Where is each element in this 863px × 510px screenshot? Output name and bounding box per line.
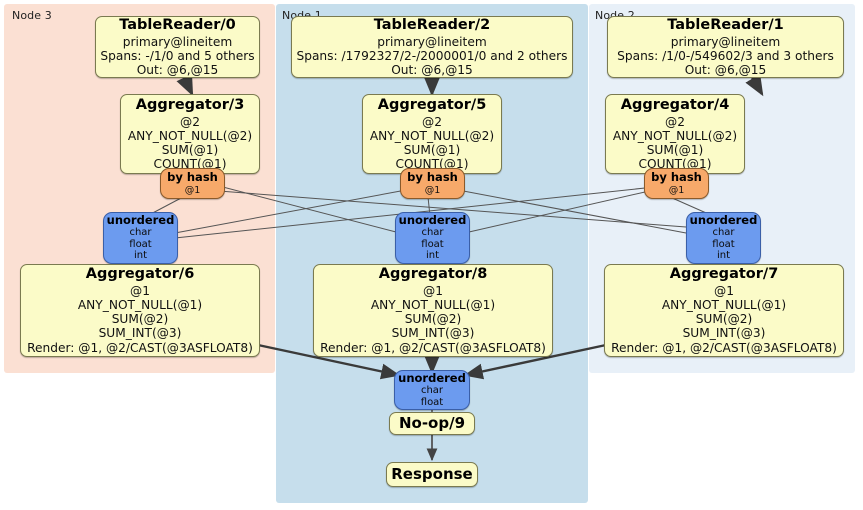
node-detail-line: SUM(@2) bbox=[695, 312, 753, 327]
node-aggregator-4[interactable]: Aggregator/4 @2 ANY_NOT_NULL(@2) SUM(@1)… bbox=[605, 94, 745, 174]
node-detail-line: ANY_NOT_NULL(@1) bbox=[661, 298, 787, 313]
node-detail-line: @1 bbox=[130, 284, 150, 299]
node-detail-line: char bbox=[421, 227, 444, 239]
node-detail-line: ANY_NOT_NULL(@2) bbox=[369, 128, 495, 143]
node-detail-line: char bbox=[129, 227, 152, 239]
node-detail-line: primary@lineitem bbox=[377, 34, 487, 49]
node-title: Aggregator/3 bbox=[135, 96, 245, 113]
node-detail-line: Spans: /1792327/2-/2000001/0 and 2 other… bbox=[296, 48, 568, 63]
node-detail-line: @2 bbox=[422, 114, 442, 129]
node-title: Aggregator/5 bbox=[377, 96, 487, 113]
node-detail-line: primary@lineitem bbox=[122, 34, 233, 49]
node-detail-line: char bbox=[712, 227, 735, 239]
node-detail-line: Render: @1, @2/CAST(@3ASFLOAT8) bbox=[611, 340, 837, 355]
node-aggregator-7[interactable]: Aggregator/7 @1 ANY_NOT_NULL(@1) SUM(@2)… bbox=[604, 264, 844, 357]
node-tablereader-0[interactable]: TableReader/0 primary@lineitem Spans: -/… bbox=[95, 16, 260, 78]
node-detail-line: @1 bbox=[184, 184, 201, 196]
node-detail-line: ANY_NOT_NULL(@1) bbox=[370, 298, 496, 313]
node-detail-line: Render: @1, @2/CAST(@3ASFLOAT8) bbox=[27, 340, 253, 355]
node-detail-line: SUM_INT(@3) bbox=[391, 326, 475, 341]
node-title: No-op/9 bbox=[398, 413, 466, 432]
node-title: unordered bbox=[398, 212, 467, 227]
node-detail-line: Out: @6,@15 bbox=[684, 62, 767, 77]
node-tablereader-2[interactable]: TableReader/2 primary@lineitem Spans: /1… bbox=[291, 16, 573, 78]
node-by-hash-right[interactable]: by hash @1 bbox=[644, 168, 709, 199]
node-detail-line: SUM(@2) bbox=[404, 312, 462, 327]
node-noop-9[interactable]: No-op/9 bbox=[389, 412, 475, 435]
node-detail-line: @2 bbox=[180, 114, 200, 129]
node-detail-line: COUNT(@1) bbox=[153, 157, 227, 172]
node-detail-line: Spans: /1/0-/549602/3 and 3 others bbox=[617, 48, 834, 63]
node-detail-line: SUM(@1) bbox=[403, 142, 461, 157]
node-detail-line: float bbox=[420, 396, 444, 408]
node-title: TableReader/2 bbox=[373, 16, 491, 33]
node-detail-line: Out: @6,@15 bbox=[391, 62, 473, 77]
node-detail-line: int bbox=[716, 250, 731, 262]
node-aggregator-5[interactable]: Aggregator/5 @2 ANY_NOT_NULL(@2) SUM(@1)… bbox=[362, 94, 502, 174]
node-detail-line: ANY_NOT_NULL(@2) bbox=[612, 128, 738, 143]
node-detail-line: @1 bbox=[668, 184, 685, 196]
node-title: Aggregator/6 bbox=[85, 266, 195, 283]
node-detail-line: char bbox=[420, 385, 444, 397]
node-title: Aggregator/4 bbox=[620, 96, 730, 113]
node-detail-line: Render: @1, @2/CAST(@3ASFLOAT8) bbox=[320, 340, 546, 355]
node-title: by hash bbox=[651, 170, 702, 185]
node-title: unordered bbox=[689, 212, 758, 227]
node-title: TableReader/1 bbox=[667, 16, 784, 33]
node-unordered-left[interactable]: unordered char float int bbox=[103, 212, 178, 264]
node-detail-line: ANY_NOT_NULL(@2) bbox=[127, 128, 253, 143]
node-unordered-right[interactable]: unordered char float int bbox=[686, 212, 761, 264]
node-title: by hash bbox=[407, 170, 458, 185]
node-by-hash-center[interactable]: by hash @1 bbox=[400, 168, 465, 199]
node-detail-line: SUM(@2) bbox=[111, 312, 169, 327]
node-aggregator-3[interactable]: Aggregator/3 @2 ANY_NOT_NULL(@2) SUM(@1)… bbox=[120, 94, 260, 174]
panel-label-node-3: Node 3 bbox=[12, 9, 52, 22]
node-detail-line: COUNT(@1) bbox=[395, 157, 469, 172]
node-detail-line: primary@lineitem bbox=[670, 34, 781, 49]
node-title: unordered bbox=[106, 212, 175, 227]
node-title: unordered bbox=[398, 370, 466, 385]
node-detail-line: SUM_INT(@3) bbox=[98, 326, 182, 341]
node-unordered-center[interactable]: unordered char float int bbox=[395, 212, 470, 264]
node-detail-line: int bbox=[425, 250, 440, 262]
node-detail-line: @1 bbox=[714, 284, 734, 299]
node-title: by hash bbox=[167, 170, 218, 185]
node-title: Response bbox=[391, 464, 473, 483]
node-title: TableReader/0 bbox=[119, 16, 236, 33]
node-aggregator-6[interactable]: Aggregator/6 @1 ANY_NOT_NULL(@1) SUM(@2)… bbox=[20, 264, 260, 357]
node-tablereader-1[interactable]: TableReader/1 primary@lineitem Spans: /1… bbox=[607, 16, 844, 78]
node-detail-line: float bbox=[712, 238, 735, 250]
node-title: Aggregator/7 bbox=[669, 266, 779, 283]
node-detail-line: ANY_NOT_NULL(@1) bbox=[77, 298, 203, 313]
node-detail-line: Spans: -/1/0 and 5 others bbox=[100, 48, 255, 63]
node-title: Aggregator/8 bbox=[378, 266, 488, 283]
node-detail-line: @2 bbox=[665, 114, 685, 129]
node-detail-line: @1 bbox=[424, 184, 441, 196]
node-detail-line: COUNT(@1) bbox=[638, 157, 712, 172]
node-detail-line: @1 bbox=[423, 284, 443, 299]
node-detail-line: SUM(@1) bbox=[161, 142, 219, 157]
node-detail-line: SUM_INT(@3) bbox=[682, 326, 766, 341]
node-response[interactable]: Response bbox=[386, 462, 478, 487]
node-detail-line: int bbox=[133, 250, 148, 262]
node-detail-line: float bbox=[421, 238, 444, 250]
node-unordered-final[interactable]: unordered char float bbox=[394, 370, 470, 410]
node-aggregator-8[interactable]: Aggregator/8 @1 ANY_NOT_NULL(@1) SUM(@2)… bbox=[313, 264, 553, 357]
node-detail-line: SUM(@1) bbox=[646, 142, 704, 157]
node-by-hash-left[interactable]: by hash @1 bbox=[160, 168, 225, 199]
node-detail-line: Out: @6,@15 bbox=[136, 62, 219, 77]
node-detail-line: float bbox=[129, 238, 152, 250]
